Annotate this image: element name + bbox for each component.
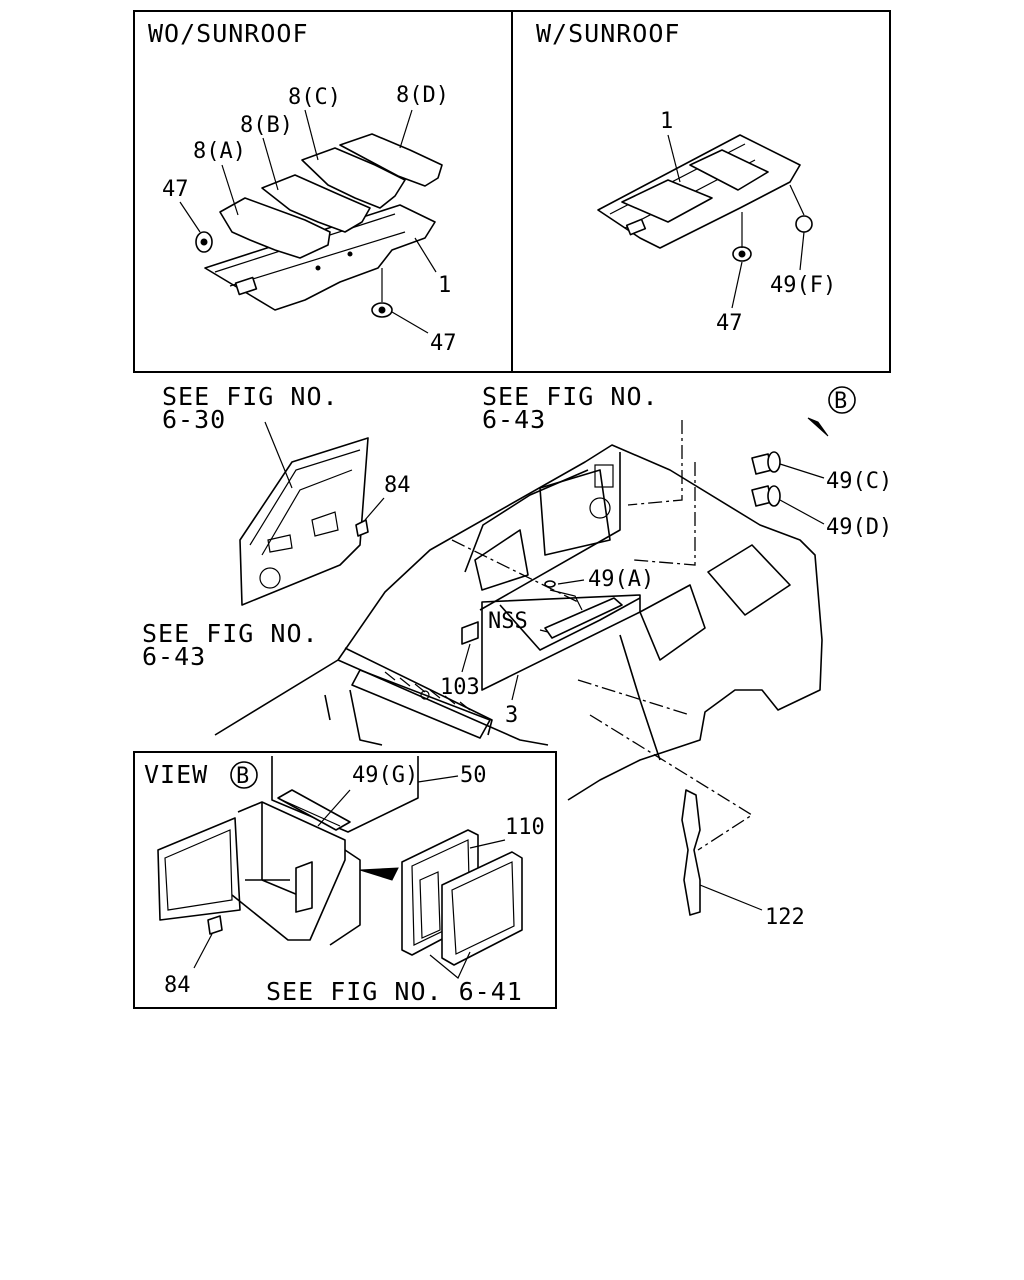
clip-49c-icon bbox=[751, 451, 781, 475]
see-fig-6-41: SEE FIG NO. 6-41 bbox=[266, 977, 523, 1006]
see-fig-6-43-left-line2: 6-43 bbox=[142, 642, 206, 671]
see-fig-6-30-line1: SEE FIG NO. bbox=[162, 382, 339, 411]
panel-view-b: VIEW B 49(G) 50 84 110 SEE FIG NO. 6-41 bbox=[133, 751, 557, 1009]
side-window-middle bbox=[639, 584, 706, 661]
callout-47-upper: 47 bbox=[162, 177, 189, 202]
insulator-pad-8d bbox=[339, 133, 443, 187]
dome-light-cutout bbox=[234, 276, 258, 296]
dome-light-cutout bbox=[625, 218, 647, 236]
speaker-icon bbox=[259, 567, 281, 589]
callout-122: 122 bbox=[765, 905, 805, 930]
front-door-panel bbox=[239, 437, 369, 606]
clip-49d-icon bbox=[751, 485, 781, 507]
callout-8a: 8(A) bbox=[193, 139, 246, 164]
callout-84-viewb: 84 bbox=[164, 973, 191, 998]
callout-103: 103 bbox=[440, 675, 480, 700]
callout-3: 3 bbox=[505, 703, 518, 728]
clip-49a-icon bbox=[544, 580, 556, 588]
insulator-pad-8a bbox=[219, 197, 331, 259]
vent-grille bbox=[594, 464, 614, 488]
fastener-47-center bbox=[738, 250, 746, 258]
see-fig-6-43-top-line2: 6-43 bbox=[482, 405, 546, 434]
headliner-roof-lining bbox=[204, 204, 436, 311]
callout-49c: 49(C) bbox=[826, 469, 892, 494]
callout-8b: 8(B) bbox=[240, 113, 293, 138]
pad-103 bbox=[461, 621, 479, 645]
clip-hole bbox=[315, 265, 321, 271]
scuff-plate bbox=[351, 669, 491, 739]
callout-84-door: 84 bbox=[384, 473, 411, 498]
exploded-arrow-icon bbox=[359, 867, 399, 881]
view-b-circle-icon bbox=[230, 761, 258, 789]
side-window-rear bbox=[707, 544, 791, 616]
see-fig-6-43-top-line1: SEE FIG NO. bbox=[482, 382, 659, 411]
main-vehicle-view: SEE FIG NO. 6-30 SEE FIG NO. 6-43 SEE FI… bbox=[142, 382, 892, 930]
header-trim-strip bbox=[277, 789, 351, 831]
callout-1-right: 1 bbox=[660, 109, 673, 134]
callout-49d: 49(D) bbox=[826, 515, 892, 540]
view-b-marker-icon bbox=[828, 386, 856, 414]
callout-8d: 8(D) bbox=[396, 83, 449, 108]
callout-nss: NSS bbox=[488, 609, 528, 634]
quarter-trim-3 bbox=[481, 594, 641, 691]
callout-8c: 8(C) bbox=[288, 85, 341, 110]
panel-border bbox=[511, 10, 891, 373]
pad-84-viewb bbox=[207, 915, 223, 935]
pad-84 bbox=[355, 519, 369, 537]
view-b-marker-letter: B bbox=[834, 389, 847, 414]
view-direction-arrow-icon bbox=[807, 417, 829, 437]
callout-47-sunroof: 47 bbox=[716, 311, 743, 336]
clip-hole bbox=[347, 251, 353, 257]
callout-110: 110 bbox=[505, 815, 545, 840]
vehicle-body-outline bbox=[214, 444, 823, 801]
callout-49a: 49(A) bbox=[588, 567, 654, 592]
insulator-pad-8b bbox=[261, 174, 371, 233]
side-trim-panel bbox=[295, 861, 313, 913]
liftgate-open bbox=[157, 817, 241, 921]
see-fig-6-43-left-line1: SEE FIG NO. bbox=[142, 619, 319, 648]
fastener-47-center bbox=[378, 306, 386, 314]
panel-title-w-sunroof: W/SUNROOF bbox=[536, 19, 680, 48]
insulator-pad-8c bbox=[301, 147, 406, 209]
callout-1-left: 1 bbox=[438, 273, 451, 298]
panel-wo-sunroof: WO/SUNROOF 8(A) 8(B) 8(C) 8(D) 47 1 47 bbox=[133, 10, 513, 373]
panel-w-sunroof: W/SUNROOF 1 47 49(F) bbox=[511, 10, 891, 373]
callout-47-lower: 47 bbox=[430, 331, 457, 356]
sunroof-opening bbox=[689, 149, 769, 191]
pillar-trim-122 bbox=[681, 789, 701, 916]
quarter-window-trim-inner bbox=[441, 851, 523, 966]
sunroof-panel bbox=[621, 179, 713, 223]
clip-49f-icon bbox=[795, 215, 813, 233]
see-fig-6-30-line2: 6-30 bbox=[162, 405, 226, 434]
fastener-47-center bbox=[200, 238, 208, 246]
panel-title-view: VIEW bbox=[144, 760, 208, 789]
panel-title-letter: B bbox=[236, 764, 249, 789]
rear-sill-trim-nss bbox=[544, 597, 623, 639]
callout-49g: 49(G) bbox=[352, 763, 418, 788]
panel-title-wo-sunroof: WO/SUNROOF bbox=[148, 19, 309, 48]
callout-50: 50 bbox=[460, 763, 487, 788]
panel-border bbox=[133, 751, 557, 1009]
callout-49f: 49(F) bbox=[770, 273, 836, 298]
